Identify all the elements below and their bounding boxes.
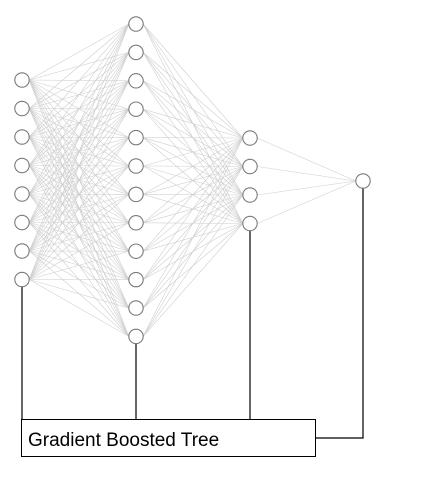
network-nodes <box>14 16 371 345</box>
hidden-layer-1-node-8 <box>128 215 144 231</box>
gradient-boosted-tree-box: Gradient Boosted Tree <box>21 419 316 457</box>
edge-hidden-layer-1-2-to-0 <box>143 80 243 139</box>
input-layer-node-1 <box>14 72 30 88</box>
connector-output-layer <box>316 188 364 439</box>
hidden-layer-1-node-12 <box>128 328 144 345</box>
edge-input-layer-0-to-0 <box>29 23 129 81</box>
hidden-layer-1-node-6 <box>128 158 144 174</box>
edge-input-layer-7-to-0 <box>28 23 130 280</box>
edge-hidden-layer-2-2-to-0 <box>257 180 356 196</box>
hidden-layer-1-node-2 <box>128 44 144 61</box>
hidden-layer-1-node-3 <box>128 73 144 89</box>
edge-input-layer-7-to-2 <box>28 80 130 280</box>
hidden-layer-1-node-9 <box>128 243 144 259</box>
edge-hidden-layer-1-11-to-0 <box>142 137 244 337</box>
edge-hidden-layer-2-0-to-0 <box>257 137 356 182</box>
hidden-layer-1-node-1 <box>128 16 144 32</box>
input-layer-node-3 <box>14 129 30 145</box>
edge-input-layer-6-to-0 <box>28 23 130 252</box>
hidden-layer-1-node-11 <box>128 300 144 316</box>
edge-hidden-layer-2-1-to-0 <box>257 166 356 182</box>
gradient-boosted-tree-label: Gradient Boosted Tree <box>28 430 220 451</box>
hidden-layer-2-node-3 <box>242 187 258 203</box>
edge-hidden-layer-1-8-to-0 <box>142 137 244 252</box>
edge-hidden-layer-1-11-to-1 <box>142 166 244 337</box>
edge-hidden-layer-1-3-to-0 <box>143 108 243 139</box>
edge-input-layer-7-to-7 <box>29 222 129 280</box>
edge-input-layer-7-to-8 <box>29 250 129 280</box>
network-edges <box>28 23 356 337</box>
input-layer-node-7 <box>14 243 30 259</box>
hidden-layer-2-node-1 <box>242 130 258 146</box>
hidden-layer-1-node-7 <box>128 186 144 203</box>
input-layer-node-2 <box>14 100 30 117</box>
edge-hidden-layer-2-3-to-0 <box>257 180 356 224</box>
input-layer-node-6 <box>14 214 30 231</box>
edge-input-layer-4-to-0 <box>28 23 130 195</box>
edge-hidden-layer-1-11-to-2 <box>142 194 244 337</box>
edge-input-layer-5-to-0 <box>28 23 130 223</box>
hidden-layer-1-node-4 <box>128 101 144 117</box>
edge-input-layer-7-to-5 <box>28 165 130 280</box>
edge-input-layer-3-to-0 <box>28 23 130 166</box>
edge-hidden-layer-1-11-to-3 <box>142 223 244 337</box>
hidden-layer-1-node-10 <box>128 271 144 288</box>
edge-input-layer-7-to-10 <box>29 279 129 309</box>
output-layer-node-1 <box>355 173 371 189</box>
edge-input-layer-7-to-4 <box>28 137 130 280</box>
input-layer-node-4 <box>14 157 30 174</box>
edge-input-layer-7-to-1 <box>28 52 130 280</box>
edge-input-layer-7-to-11 <box>29 279 129 337</box>
edge-input-layer-1-to-0 <box>29 23 129 109</box>
edge-hidden-layer-1-9-to-0 <box>142 137 244 280</box>
edge-hidden-layer-1-5-to-0 <box>143 137 243 167</box>
edge-hidden-layer-1-7-to-0 <box>143 137 243 224</box>
hidden-layer-2-node-2 <box>242 158 258 175</box>
edge-input-layer-2-to-0 <box>28 23 130 138</box>
edge-hidden-layer-1-6-to-0 <box>143 137 243 195</box>
input-layer-node-8 <box>14 271 30 288</box>
hidden-layer-1-node-5 <box>128 129 144 146</box>
edge-hidden-layer-1-0-to-0 <box>142 23 244 139</box>
hidden-layer-2-node-4 <box>242 215 258 232</box>
edge-hidden-layer-1-1-to-0 <box>143 52 243 139</box>
edge-hidden-layer-1-10-to-0 <box>142 137 244 309</box>
edge-input-layer-7-to-6 <box>29 194 129 280</box>
input-layer-node-5 <box>14 186 30 202</box>
edge-input-layer-7-to-3 <box>28 109 130 280</box>
